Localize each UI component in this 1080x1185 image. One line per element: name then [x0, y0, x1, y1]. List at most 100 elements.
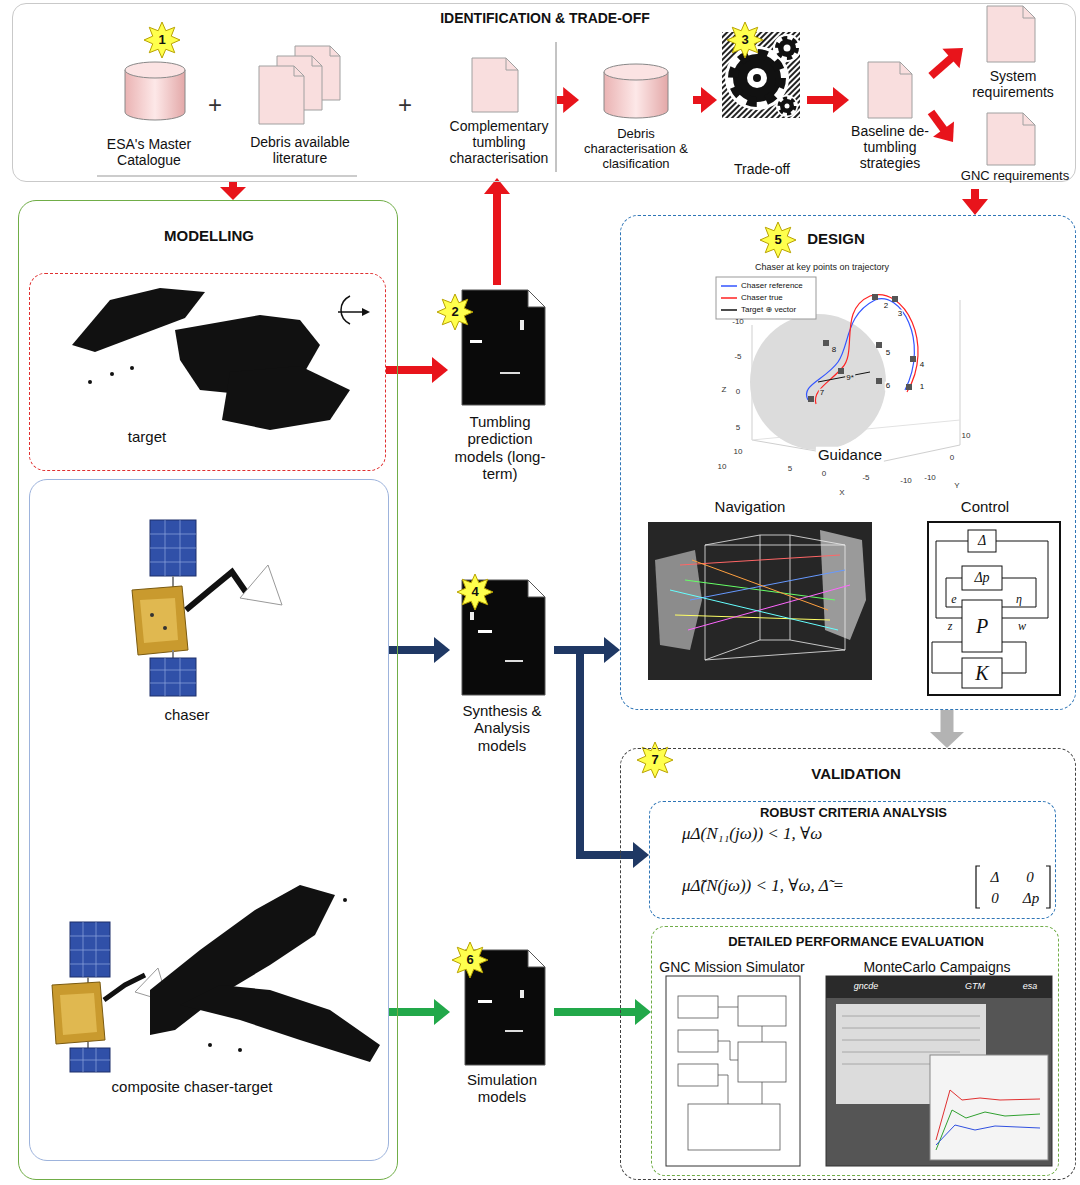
axis-label: X [839, 489, 844, 498]
navigation-image [648, 522, 872, 680]
flow-arrow [386, 357, 448, 383]
callout-number: 2 [451, 305, 458, 319]
point-label: 6 [885, 382, 891, 391]
flow-arrow [389, 637, 450, 663]
flow-arrow [931, 48, 963, 76]
process-band: IDENTIFICATION & TRADE-OFF ESA's Master C… [12, 3, 1076, 182]
flow-arrow [962, 189, 988, 215]
flow-arrow [931, 112, 954, 142]
tick-label: 10 [734, 448, 743, 457]
callout-number: 3 [741, 33, 748, 47]
panel-label: Control [959, 499, 1011, 516]
signal-name: w [1018, 620, 1026, 633]
tick-label: -10 [900, 477, 912, 486]
legend-text: Chaser reference [741, 281, 803, 290]
window-text: gncde [854, 982, 879, 992]
target-region: target [29, 273, 386, 471]
matrix-cell: Δp [1023, 890, 1039, 907]
model-document [462, 290, 545, 1065]
document-item: System requirements [963, 4, 1063, 109]
block-symbol: Δ [978, 533, 986, 548]
guidance-plot [716, 277, 960, 462]
tick-label: 10 [718, 463, 727, 472]
database-symbol [125, 62, 668, 120]
node-label: μΔ(N₁₁(jω)) < 1, ∀ω [682, 824, 822, 844]
spacecraft-region: chasercomposite chaser-target [29, 479, 389, 1161]
matrix-brackets [976, 866, 1050, 908]
section-panel: MODELLING targetchasercomposite chaser-ta… [18, 200, 398, 1180]
heading: MODELLING [19, 227, 399, 244]
point-label: 2 [883, 302, 889, 311]
tick-label: -5 [734, 353, 741, 362]
signal-name: η [1016, 593, 1022, 606]
tick-label: -5 [862, 474, 869, 483]
heading: DESIGN [781, 230, 891, 247]
tick-label: 0 [822, 470, 826, 479]
legend-sample [720, 281, 738, 291]
signal-name: e [951, 593, 956, 606]
legend-text: Chaser true [741, 293, 783, 302]
point-label: 4 [919, 361, 925, 370]
node-label: MonteCarlo Campaigns [857, 959, 1017, 975]
node-label: Synthesis & Analysis models [450, 702, 554, 754]
matrix-cell: Δ [991, 869, 1000, 886]
legend-item: Target ⊕ vector [720, 305, 796, 315]
point-label: 9* [845, 374, 855, 383]
flow-arrow [220, 182, 246, 200]
point-label: 3 [897, 310, 903, 319]
node-label: Trade-off [717, 161, 807, 177]
legend-item: Chaser reference [720, 281, 803, 291]
gear-symbol [722, 32, 801, 118]
point-label: 1 [919, 383, 925, 392]
database-item: Debris characterisation & clasification [579, 59, 693, 183]
heading: DETAILED PERFORMANCE EVALUATION [652, 935, 1060, 950]
heading: VALIDATION [796, 765, 916, 782]
flow-arrow [693, 87, 717, 113]
node-label: GNC Mission Simulator [652, 959, 812, 975]
plus-sign: + [208, 92, 222, 118]
tick-label: 10 [962, 432, 971, 441]
model-document: Synthesis & Analysis models [450, 578, 554, 763]
node-label: chaser [137, 706, 237, 723]
simulator-screenshot [666, 976, 800, 1166]
target-debris [72, 288, 370, 430]
callout-number: 7 [651, 753, 658, 767]
tick-label: 0 [736, 388, 740, 397]
node-label: Debris characterisation & clasification [579, 127, 693, 172]
document-item: GNC requirements [953, 111, 1077, 189]
node-label: GNC requirements [953, 169, 1077, 184]
model-document: Simulation models [450, 945, 554, 1120]
tick-label: -10 [924, 474, 936, 483]
evaluation-box: DETAILED PERFORMANCE EVALUATION GNC Missi… [651, 926, 1059, 1176]
heading: ROBUST CRITERIA ANALYSIS [650, 806, 1057, 821]
matrix-cell: 0 [1026, 869, 1034, 886]
flow-arrow [557, 87, 579, 113]
point-label: 7 [819, 389, 825, 398]
plot-label: Guidance [816, 447, 884, 464]
window-text: esa [1023, 982, 1038, 992]
node-label: Simulation models [450, 1071, 554, 1106]
plot-title: Chaser at key points on trajectory [755, 263, 889, 273]
model-document: Tumbling prediction models (long-term) [448, 285, 552, 507]
signal-name: z [948, 620, 953, 633]
node-label: Complementary tumbling characterisation [441, 118, 557, 166]
legend-text: Target ⊕ vector [741, 305, 796, 314]
tick-label: 0 [950, 454, 954, 463]
legend-sample [720, 293, 738, 303]
flow-arrow [554, 999, 651, 1025]
flow-arrow [554, 650, 649, 868]
control-block-diagram [928, 522, 1060, 695]
database-item: ESA's Master Catalogue [93, 56, 205, 174]
legend-item: Chaser true [720, 293, 783, 303]
chaser-spacecraft [132, 520, 282, 696]
callout-number: 5 [774, 233, 781, 247]
section-panel: VALIDATION ROBUST CRITERIA ANALYSIS μΔ(N₁₁… [620, 748, 1076, 1180]
node-label: Baseline de-tumbling strategies [849, 123, 931, 171]
tick-label: 5 [736, 424, 740, 433]
plus-sign: + [398, 92, 412, 118]
node-label: Tumbling prediction models (long-term) [448, 413, 552, 482]
flow-arrow [389, 999, 450, 1025]
heading: IDENTIFICATION & TRADE-OFF [13, 10, 1077, 26]
